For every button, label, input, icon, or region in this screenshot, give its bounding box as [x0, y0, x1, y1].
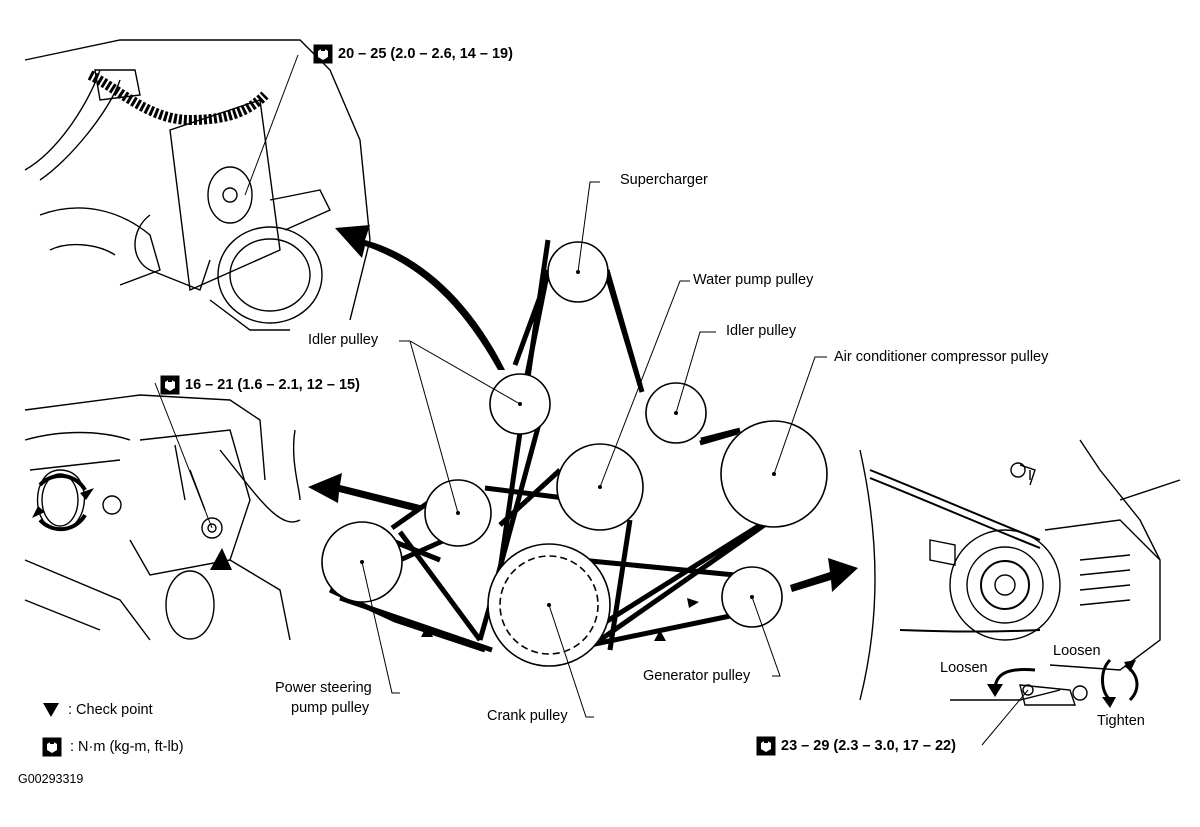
torque-spec-generator: 23 – 29 (2.3 – 3.0, 17 – 22)	[756, 736, 956, 756]
direction-arrow-icon	[308, 225, 858, 592]
legend-torque-units-text: : N·m (kg-m, ft-lb)	[70, 739, 184, 755]
torque-wrench-icon	[160, 375, 180, 395]
inset-right-generator	[859, 439, 1181, 706]
torque-wrench-icon	[756, 736, 776, 756]
label-idler-pulley-right: Idler pulley	[726, 323, 797, 339]
torque-wrench-icon	[42, 737, 62, 757]
inset-middle-left	[24, 394, 301, 641]
check-point-triangle-icon	[43, 703, 59, 717]
torque-value-generator: 23 – 29 (2.3 – 3.0, 17 – 22)	[781, 738, 956, 754]
label-supercharger: Supercharger	[620, 172, 708, 188]
label-ac-compressor-pulley: Air conditioner compressor pulley	[834, 349, 1049, 365]
label-idler-pulley-left: Idler pulley	[308, 332, 379, 348]
label-loosen-right: Loosen	[1053, 643, 1101, 659]
legend-torque-units: : N·m (kg-m, ft-lb)	[42, 737, 184, 757]
label-generator-pulley: Generator pulley	[643, 668, 751, 684]
figure-code: G00293319	[18, 772, 84, 786]
label-water-pump-pulley: Water pump pulley	[693, 272, 814, 288]
torque-value-middle: 16 – 21 (1.6 – 2.1, 12 – 15)	[185, 377, 360, 393]
torque-wrench-icon	[313, 44, 333, 64]
label-tighten: Tighten	[1097, 713, 1145, 729]
legend-check-point-text: : Check point	[68, 702, 153, 718]
inset-right-arrow-heads	[987, 660, 1136, 708]
label-loosen-left: Loosen	[940, 660, 988, 676]
inset-top-left	[24, 39, 371, 331]
leader-lines	[154, 54, 1029, 746]
legend-check-point: : Check point	[42, 702, 153, 718]
pulleys	[321, 241, 828, 667]
torque-value-top: 20 – 25 (2.0 – 2.6, 14 – 19)	[338, 46, 513, 62]
torque-spec-middle: 16 – 21 (1.6 – 2.1, 12 – 15)	[160, 375, 360, 395]
label-crank-pulley: Crank pulley	[487, 708, 568, 724]
check-point-triangle-icon	[421, 598, 699, 641]
torque-spec-top: 20 – 25 (2.0 – 2.6, 14 – 19)	[313, 44, 513, 64]
inset-middle-left-arrows	[32, 488, 232, 570]
label-power-steering-line2: pump pulley	[291, 700, 370, 716]
label-power-steering-line1: Power steering	[275, 680, 372, 696]
